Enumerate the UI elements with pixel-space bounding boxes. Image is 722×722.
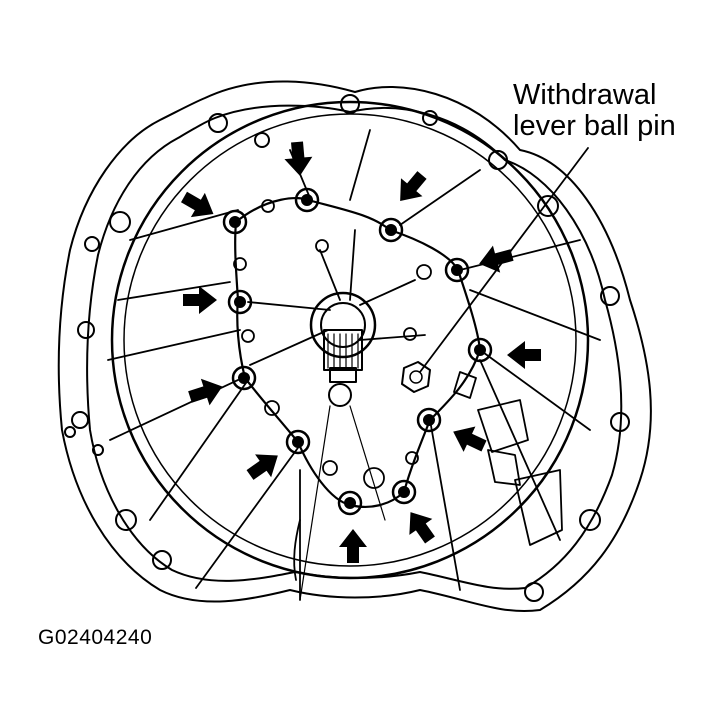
dowel-pins [233,199,432,489]
bell-housing-ring [110,100,590,580]
bolt-icon [416,407,442,433]
housing-outer-flange [57,80,652,612]
bolt-icon [231,365,257,391]
bolt-icon [222,209,248,235]
callout-label-line1: Withdrawal [513,79,657,111]
withdrawal-lever-ball-pin [401,361,477,399]
arrow-icon [339,529,367,563]
case-side-features [293,399,563,581]
bolts [222,187,493,516]
arrow-icon [177,184,221,227]
bolt-icon [294,187,320,213]
callout-label-line2: lever ball pin [513,110,676,142]
bolt-icon [467,337,493,363]
arrow-icon [507,341,541,369]
flange-holes [64,94,630,602]
bolt-icon [391,479,417,505]
arrow-icon [389,166,433,211]
retainer-spokes [247,229,426,366]
bolt-icon [285,429,311,455]
bolt-icon [227,289,253,315]
bolt-icon [337,490,363,516]
arrow-icon [399,504,442,549]
arrow-icon [183,286,217,314]
figure-id: G02404240 [38,626,153,649]
bolt-icon [444,257,470,283]
case-ribs [107,129,601,601]
arrow-icon [185,373,227,411]
arrow-icon [241,444,286,487]
input-shaft [299,291,386,601]
arrow-icon [283,140,314,178]
bolt-icon [378,217,404,243]
